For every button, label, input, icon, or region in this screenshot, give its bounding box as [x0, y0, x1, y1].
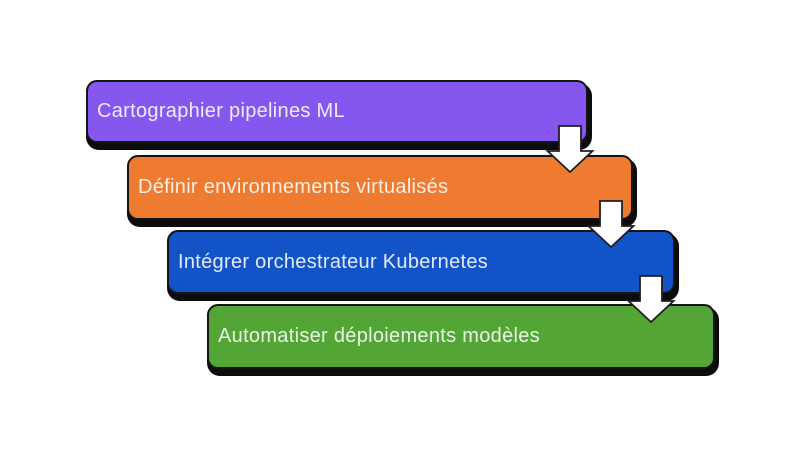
step-label: Définir environnements virtualisés [138, 176, 449, 198]
down-arrow-icon [586, 200, 636, 248]
down-arrow-icon [545, 125, 595, 173]
step-box-integrer: Intégrer orchestrateur Kubernetes [167, 230, 675, 294]
down-arrow-icon [626, 275, 676, 323]
step-label: Cartographier pipelines ML [97, 100, 345, 122]
step-box-automatiser: Automatiser déploiements modèles [207, 304, 715, 369]
step-label: Automatiser déploiements modèles [218, 325, 540, 347]
step-label: Intégrer orchestrateur Kubernetes [178, 250, 489, 273]
step-box-definir: Définir environnements virtualisés [127, 155, 633, 220]
step-box-cartographier: Cartographier pipelines ML [86, 80, 588, 143]
